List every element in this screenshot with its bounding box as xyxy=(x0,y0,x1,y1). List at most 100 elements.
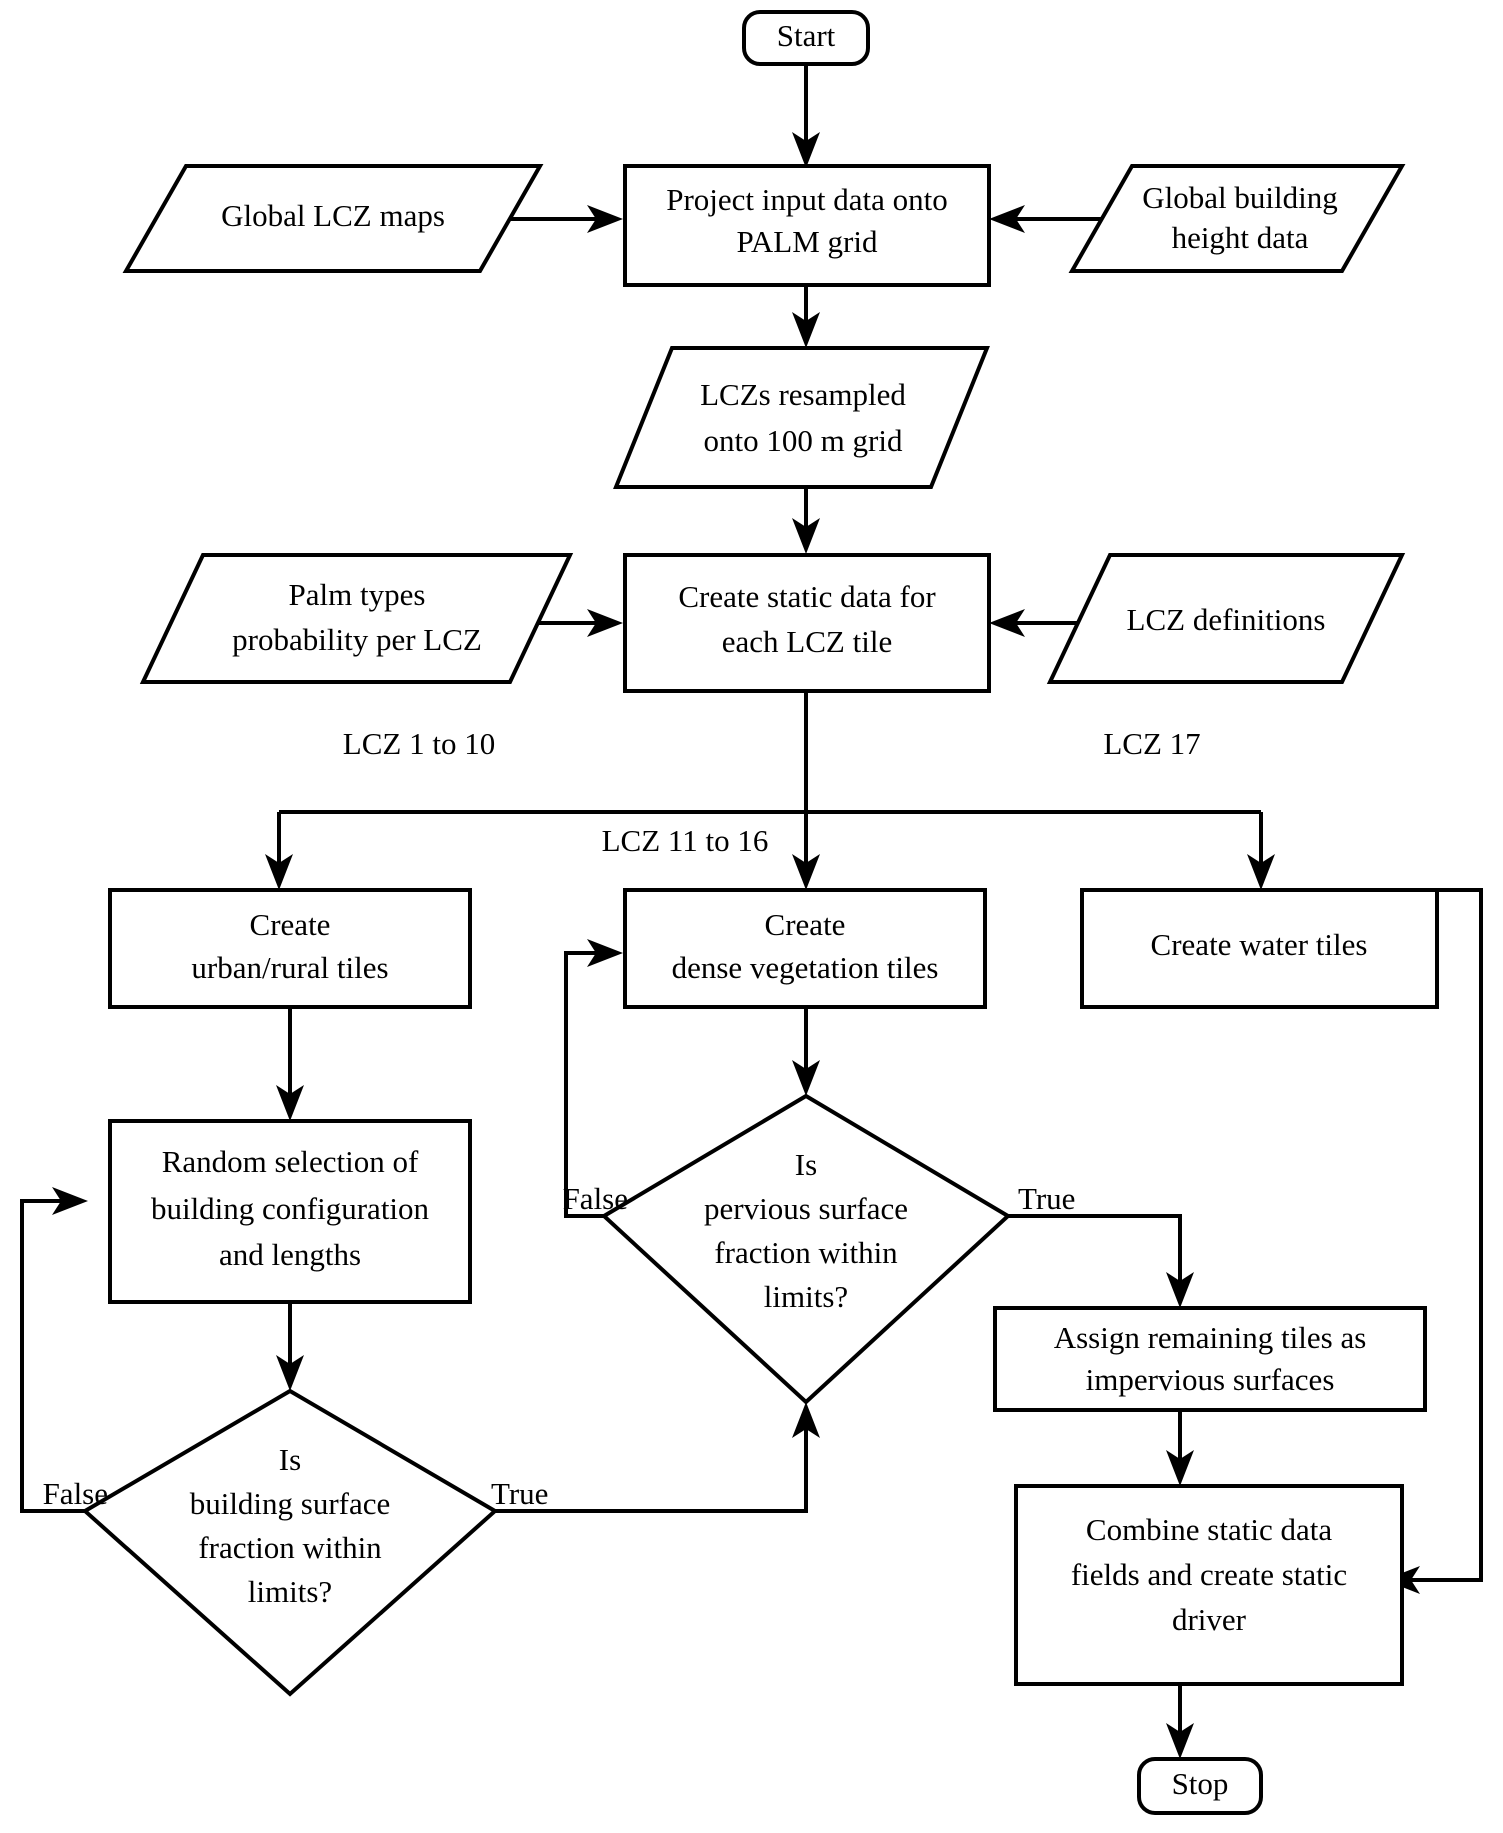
arrowhead-denseveg-to-perviousq xyxy=(792,1060,820,1096)
arrowhead-buildingq-false-loop xyxy=(52,1187,88,1215)
start-label: Start xyxy=(777,18,836,53)
arrowhead-resampled-to-createstatic xyxy=(792,518,820,554)
global-building-height-line2: height data xyxy=(1172,220,1309,255)
arrowhead-lczmaps-to-project xyxy=(587,205,623,233)
edge-buildingq-false-loop xyxy=(20,1199,85,1513)
arrowhead-branch-right xyxy=(1247,854,1275,890)
pervious-decision-line4: limits? xyxy=(764,1279,848,1314)
arrowhead-combine-to-stop xyxy=(1166,1723,1194,1759)
edge-perviousq-true xyxy=(1008,1214,1182,1290)
building-decision-line2: building surface xyxy=(190,1486,391,1521)
edge-label-building-false: False xyxy=(43,1476,108,1511)
project-input-line1: Project input data onto xyxy=(666,182,948,217)
arrowhead-branch-mid xyxy=(792,854,820,890)
combine-static-data-line1: Combine static data xyxy=(1086,1512,1332,1547)
start-shape xyxy=(742,10,870,66)
building-decision-line4: limits? xyxy=(248,1574,332,1609)
lczs-resampled-shape xyxy=(613,346,990,489)
edge-label-pervious-true: True xyxy=(1018,1181,1075,1216)
arrowhead-start-to-project xyxy=(792,132,820,168)
assign-impervious-shape xyxy=(993,1306,1427,1412)
node-palm-types-probability[interactable]: Palm types probability per LCZ xyxy=(139,553,574,684)
arrowhead-perviousq-false-loop xyxy=(587,939,623,967)
create-static-data-shape xyxy=(623,553,991,693)
assign-impervious-line2: impervious surfaces xyxy=(1086,1362,1335,1397)
random-selection-shape xyxy=(108,1119,472,1304)
arrowhead-buildingq-true xyxy=(792,1402,820,1438)
global-building-height-shape xyxy=(1068,164,1406,273)
node-global-building-height[interactable]: Global building height data xyxy=(1068,164,1406,273)
lczs-resampled-line1: LCZs resampled xyxy=(700,377,906,412)
create-urban-rural-tiles-line1: Create xyxy=(250,907,331,942)
node-project-input[interactable]: Project input data onto PALM grid xyxy=(623,164,991,287)
arrowhead-palmtypes-to-createstatic xyxy=(587,609,623,637)
pervious-surface-decision-shape xyxy=(600,1093,1012,1405)
node-start[interactable]: Start xyxy=(742,10,870,66)
building-surface-decision-shape xyxy=(81,1388,499,1697)
create-dense-vegetation-tiles-line2: dense vegetation tiles xyxy=(672,950,939,985)
pervious-decision-line1: Is xyxy=(795,1147,817,1182)
edge-label-lcz-1-to-10: LCZ 1 to 10 xyxy=(343,726,495,761)
global-lcz-maps-label: Global LCZ maps xyxy=(221,198,445,233)
edge-buildingq-true xyxy=(495,1420,808,1513)
node-building-surface-decision[interactable]: Is building surface fraction within limi… xyxy=(81,1388,499,1697)
create-water-tiles-shape xyxy=(1080,888,1439,1009)
assign-impervious-line1: Assign remaining tiles as xyxy=(1054,1320,1367,1355)
combine-static-data-line2: fields and create static xyxy=(1071,1557,1347,1592)
edge-perviousq-false-loop xyxy=(564,951,605,1218)
node-lczs-resampled[interactable]: LCZs resampled onto 100 m grid xyxy=(613,346,990,489)
node-create-dense-vegetation-tiles[interactable]: Create dense vegetation tiles xyxy=(623,888,987,1009)
edge-label-lcz-17: LCZ 17 xyxy=(1103,726,1200,761)
lczs-resampled-line2: onto 100 m grid xyxy=(704,423,903,458)
create-urban-rural-tiles-line2: urban/rural tiles xyxy=(191,950,388,985)
palm-types-probability-line2: probability per LCZ xyxy=(232,622,482,657)
node-combine-static-data[interactable]: Combine static data fields and create st… xyxy=(1014,1484,1404,1686)
global-building-height-line1: Global building xyxy=(1142,180,1337,215)
arrowhead-bldgheight-to-project xyxy=(989,205,1025,233)
random-selection-line3: and lengths xyxy=(219,1237,361,1272)
combine-static-data-line3: driver xyxy=(1172,1602,1247,1637)
node-global-lcz-maps[interactable]: Global LCZ maps xyxy=(122,164,544,273)
node-create-water-tiles[interactable]: Create water tiles xyxy=(1080,888,1439,1009)
arrowhead-perviousq-true xyxy=(1166,1272,1194,1308)
node-random-selection[interactable]: Random selection of building configurati… xyxy=(108,1119,472,1304)
pervious-decision-line3: fraction within xyxy=(714,1235,898,1270)
edge-labels: LCZ 1 to 10 LCZ 11 to 16 LCZ 17 False Tr… xyxy=(43,726,1201,1511)
arrowhead-assign-to-combine xyxy=(1166,1450,1194,1486)
combine-static-data-shape xyxy=(1014,1484,1404,1686)
global-lcz-maps-shape xyxy=(122,164,544,273)
node-lcz-definitions[interactable]: LCZ definitions xyxy=(1046,553,1406,684)
create-dense-vegetation-tiles-shape xyxy=(623,888,987,1009)
palm-types-probability-shape xyxy=(139,553,574,684)
node-assign-impervious[interactable]: Assign remaining tiles as impervious sur… xyxy=(993,1306,1427,1412)
edge-label-building-true: True xyxy=(491,1476,548,1511)
arrowhead-branch-left xyxy=(265,854,293,890)
arrowhead-project-to-resampled xyxy=(792,312,820,348)
node-create-urban-rural-tiles[interactable]: Create urban/rural tiles xyxy=(108,888,472,1009)
arrowhead-randomsel-to-buildingq xyxy=(276,1355,304,1391)
edge-label-pervious-false: False xyxy=(563,1181,628,1216)
palm-types-probability-line1: Palm types xyxy=(289,577,426,612)
create-urban-rural-tiles-shape xyxy=(108,888,472,1009)
arrowhead-lczdefs-to-createstatic xyxy=(989,609,1025,637)
node-stop[interactable]: Stop xyxy=(1137,1757,1263,1815)
edge-water-to-combine xyxy=(1402,888,1483,1582)
connectors xyxy=(20,64,1483,1759)
create-water-tiles-label: Create water tiles xyxy=(1151,927,1368,962)
node-pervious-surface-decision[interactable]: Is pervious surface fraction within limi… xyxy=(600,1093,1012,1405)
project-input-line2: PALM grid xyxy=(737,224,878,259)
pervious-decision-line2: pervious surface xyxy=(704,1191,908,1226)
create-static-data-line1: Create static data for xyxy=(678,579,936,614)
arrowhead-urbanrural-to-randomsel xyxy=(276,1085,304,1121)
lcz-definitions-label: LCZ definitions xyxy=(1127,602,1326,637)
edge-label-lcz-11-to-16: LCZ 11 to 16 xyxy=(602,823,769,858)
building-decision-line1: Is xyxy=(279,1442,301,1477)
node-create-static-data[interactable]: Create static data for each LCZ tile xyxy=(623,553,991,693)
edge-createstatic-split-bus xyxy=(279,691,1261,814)
building-decision-line3: fraction within xyxy=(198,1530,382,1565)
random-selection-line1: Random selection of xyxy=(162,1144,419,1179)
create-dense-vegetation-tiles-line1: Create xyxy=(765,907,846,942)
stop-label: Stop xyxy=(1172,1766,1229,1801)
